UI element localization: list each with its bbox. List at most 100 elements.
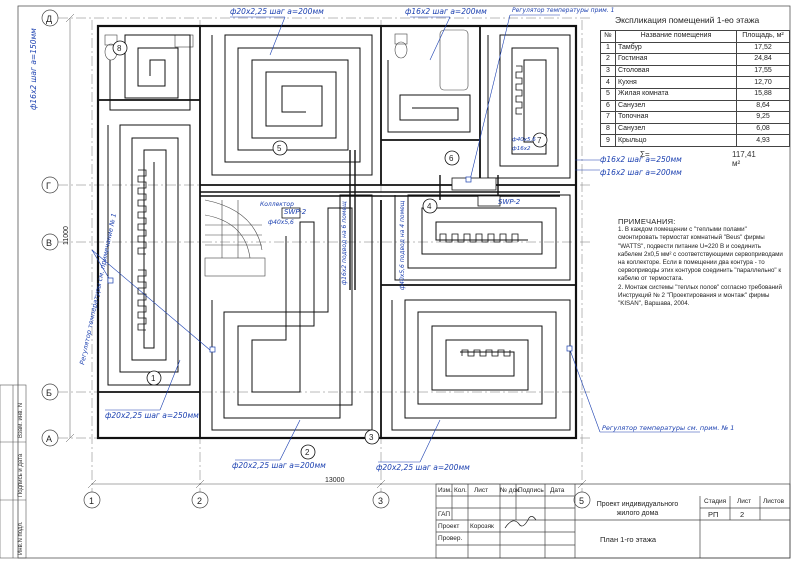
row-name: Жилая комната [615, 87, 737, 101]
row-area: 4,93 [736, 134, 790, 147]
title-block-frame [435, 483, 791, 559]
room-2: 2 [305, 448, 310, 457]
tb-designer: Корозяк [470, 523, 494, 530]
row-number: 2 [600, 53, 616, 66]
row-area: 17,52 [736, 41, 790, 55]
room-5: 5 [277, 144, 282, 153]
row-number: 3 [600, 64, 616, 78]
regulator-markers [107, 176, 573, 353]
tb-col-doc: № док. [500, 487, 521, 494]
side-label-inv: Инв.N подл. [18, 521, 24, 555]
pipe-label-16: ф16х2 подвод на 6 помещ [341, 201, 348, 285]
axis-lines [58, 17, 590, 492]
note-2: 2. Монтаж системы "теплых полов" согласн… [618, 283, 782, 308]
heating-loops [107, 34, 571, 431]
room-7: 7 [537, 136, 542, 145]
pipe-label-room3: ф20х2,25 шаг а=200мм [376, 463, 470, 472]
pipe-label-46: ф40х5,6 [268, 219, 294, 226]
tb-stage-label: Стадия [704, 498, 727, 505]
row-number: 9 [600, 134, 616, 147]
row-area: 8,64 [736, 99, 790, 113]
pipe-label-top-left: ф20х2,25 шаг а=200мм [230, 7, 324, 16]
manifold-label-2: SWP-2 [284, 208, 307, 216]
row-area: 6,08 [736, 122, 790, 136]
regulator-label-top: Регулятор температуры прим. 1 [512, 7, 614, 14]
col-area: Площадь, м² [736, 30, 790, 43]
pipe-label-right2: ф16х2 шаг а=200мм [600, 168, 682, 177]
collector-label: Коллектор [260, 201, 294, 208]
axis-label-g: Г [46, 181, 51, 191]
notes-block: ПРИМЕЧАНИЯ: 1. В каждом помещении с "теп… [618, 217, 786, 308]
total-label: Σ= [640, 150, 650, 159]
tb-sheets-label: Листов [763, 498, 785, 505]
row-name: Кухня [615, 76, 737, 89]
col-room-name: Название помещения [615, 30, 737, 43]
pipe-label-room6-b: ф16х2 [512, 146, 531, 152]
room-1: 1 [151, 374, 156, 383]
sheet-frame [17, 5, 791, 559]
row-name: Санузел [615, 99, 737, 113]
row-area: 17,55 [736, 64, 790, 78]
note-1: 1. В каждом помещении с "теплыми полами"… [618, 226, 783, 283]
axis-label-b: Б [46, 388, 52, 398]
side-label-vzam: Взам. инв. N [18, 403, 24, 438]
total-area: Σ= 117,41 м² [640, 150, 756, 168]
room-markers [112, 40, 548, 460]
leader-lines [91, 14, 700, 463]
tb-col-kol: Кол. [454, 487, 467, 494]
distribution-lines [200, 150, 560, 290]
room-6: 6 [449, 154, 454, 163]
side-label-sign: Подпись и дата [18, 453, 24, 497]
tb-role-project: Проект [438, 523, 460, 530]
row-name: Тамбур [615, 41, 737, 55]
row-name: Крыльцо [615, 134, 737, 147]
tb-col-sign: Подпись [518, 487, 544, 494]
table-header-row: № Название помещения Площадь, м² [600, 30, 790, 43]
side-stamp [0, 384, 27, 559]
axis-label-d: Д [46, 14, 52, 24]
axis-label-2: 2 [197, 496, 202, 506]
exterior-walls [96, 24, 578, 440]
bathroom-fixtures [104, 29, 469, 91]
manifolds [281, 177, 501, 219]
pipe-label-room1: ф20х2,25 шаг а=250мм [105, 411, 199, 420]
tb-role-check: Провер. [438, 535, 463, 542]
row-number: 7 [600, 111, 616, 124]
axis-label-v: В [46, 238, 52, 248]
row-area: 15,88 [736, 87, 790, 101]
row-number: 6 [600, 99, 616, 113]
pipe-label-room6-a: ф40х5,6 [512, 137, 536, 143]
tb-col-list: Лист [474, 487, 489, 494]
notes-heading: ПРИМЕЧАНИЯ: [618, 217, 676, 226]
pipe-label-room8: ф16х2 шаг а=150мм [29, 28, 38, 110]
staircase [204, 199, 266, 277]
axis-label-a: А [46, 434, 52, 444]
tb-stage: РП [708, 510, 719, 519]
tb-role-gap: ГАП [438, 511, 451, 518]
loop-ribs [137, 65, 523, 357]
pipe-label-vertical: ф40х5,6 подвод на 4 помещ [399, 200, 406, 290]
row-name: Топочная [615, 111, 737, 124]
axis-label-5: 5 [579, 496, 584, 506]
tb-sheet: 2 [740, 510, 745, 519]
tb-col-izm: Изм. [438, 487, 452, 494]
designer-signature [504, 516, 537, 529]
row-number: 5 [600, 87, 616, 101]
tb-project-title: Проект индивидуального жилого дома [596, 501, 679, 517]
overall-dimension: 13000 [325, 477, 345, 484]
axis-label-1: 1 [89, 496, 94, 506]
axis-bubbles [41, 9, 591, 509]
room-4: 4 [427, 202, 432, 211]
explication-title: Экспликация помещений 1-ео этажа [615, 15, 760, 25]
total-value: 117,41 м² [732, 150, 756, 168]
